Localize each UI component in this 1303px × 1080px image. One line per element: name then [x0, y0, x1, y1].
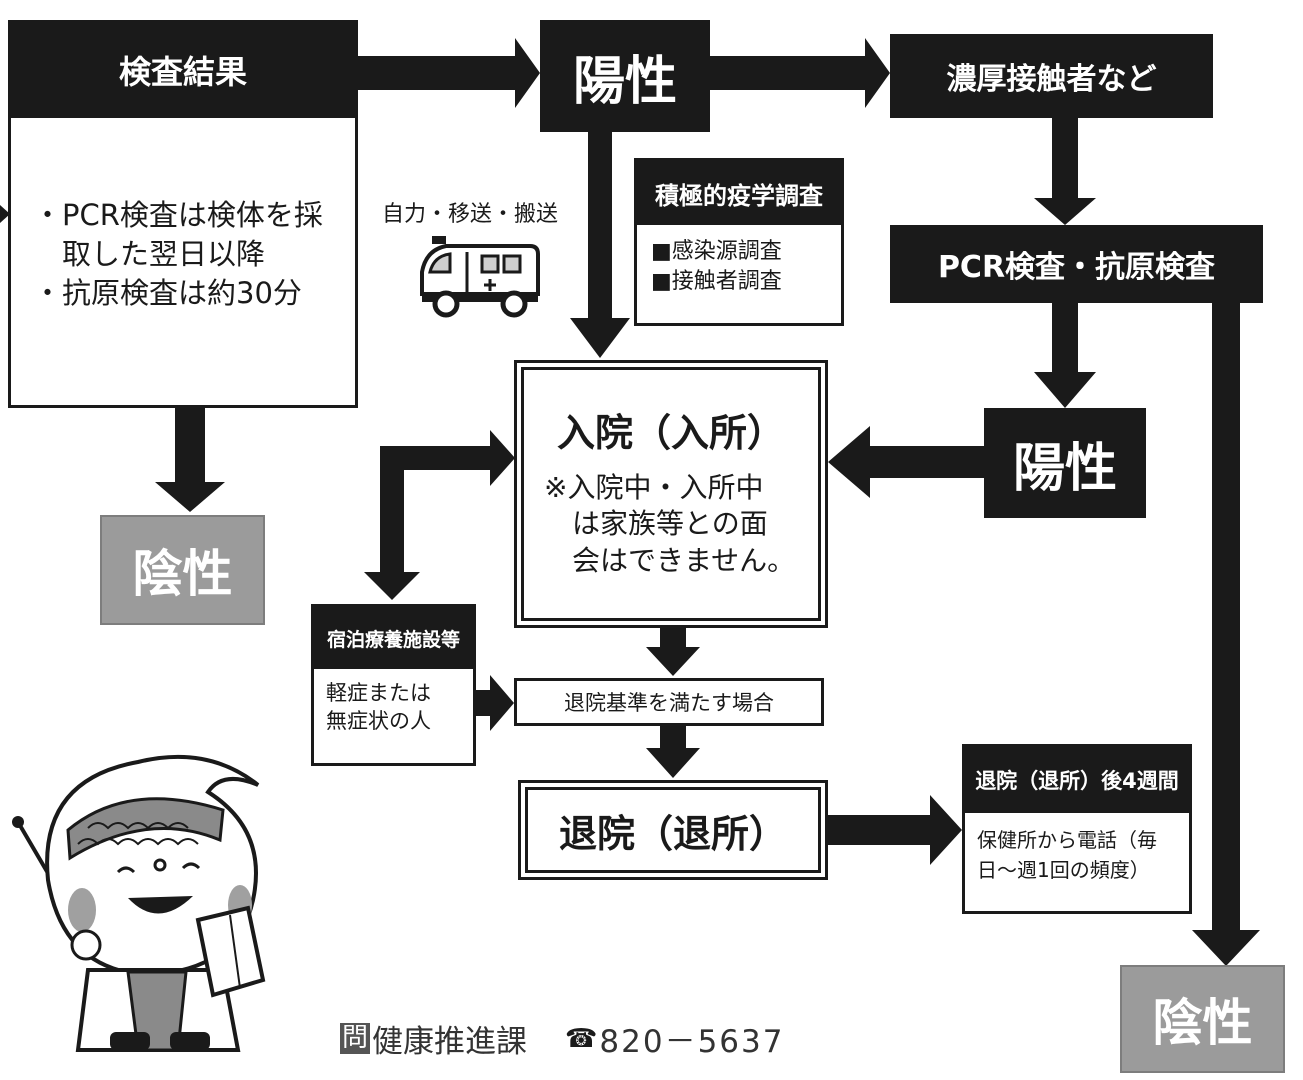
close-contacts-box: 濃厚接触者など: [890, 34, 1213, 118]
arrow-admission-to-criteria: [646, 625, 700, 676]
arrow-pcr-to-positive: [1034, 303, 1096, 408]
epi-survey-title: 積極的疫学調査: [637, 161, 841, 225]
test-result-header: 検査結果: [8, 20, 358, 120]
arrow-lodging-to-criteria: [476, 675, 514, 731]
discharge-label: 退院（退所）: [525, 787, 821, 873]
contact-line: 問 健康推進課 ☎ 820－5637: [340, 1016, 784, 1061]
negative-right: 陰性: [1120, 965, 1285, 1073]
contact-tel: 820－5637: [599, 1024, 785, 1060]
arrow-result-to-positive: [357, 38, 540, 108]
lodging-box: 宿泊療養施設等 軽症または 無症状の人: [311, 604, 476, 766]
after-discharge-box: 退院（退所）後4週間 保健所から電話（毎 日〜週1回の頻度）: [962, 744, 1192, 914]
lodging-title: 宿泊療養施設等: [314, 607, 473, 669]
arrow-admission-lodging: [364, 430, 515, 600]
ambulance-icon: [420, 236, 540, 318]
positive-top: 陽性: [540, 20, 710, 132]
arrow-discharge-to-after: [826, 795, 962, 865]
admission-note: ※入院中・入所中 は家族等との面 会はできません。: [544, 471, 796, 577]
arrow-contacts-to-pcr: [1034, 118, 1096, 225]
test-result-notes: ・PCR検査は検体を採 取した翌日以降 ・抗原検査は約30分: [8, 118, 358, 408]
contact-dept: 健康推進課: [372, 1024, 528, 1060]
discharge-criteria-box: 退院基準を満たす場合: [514, 678, 824, 726]
arrow-result-to-negative: [155, 405, 225, 512]
negative-left: 陰性: [100, 515, 265, 625]
arrow-positive-to-contacts: [710, 38, 890, 108]
admission-title: 入院（入所）: [556, 411, 785, 455]
admission-box: 入院（入所） ※入院中・入所中 は家族等との面 会はできません。: [514, 360, 828, 628]
arrow-left-edge: [0, 205, 10, 223]
discharge-box: 退院（退所）: [518, 780, 828, 880]
doctor-mascot-icon: [12, 755, 266, 1052]
lodging-desc: 軽症または 無症状の人: [326, 681, 431, 734]
after-discharge-desc: 保健所から電話（毎 日〜週1回の頻度）: [977, 828, 1157, 882]
phone-icon: ☎: [565, 1023, 598, 1054]
arrow-criteria-to-discharge: [646, 724, 700, 778]
contact-mark: 問: [340, 1022, 371, 1055]
arrow-positive-to-admission: [570, 130, 630, 358]
after-discharge-title: 退院（退所）後4週間: [965, 747, 1189, 813]
arrow-pcr-to-negative: [1192, 300, 1260, 966]
epi-survey-box: 積極的疫学調査 ■感染源調査 ■接触者調査: [634, 158, 844, 326]
transport-label: 自力・移送・搬送: [382, 202, 559, 227]
arrow-positive-to-admission-left: [828, 426, 984, 498]
epi-survey-items: ■感染源調査 ■接触者調査: [651, 239, 782, 294]
pcr-antigen-box: PCR検査・抗原検査: [890, 225, 1263, 303]
positive-right: 陽性: [984, 408, 1146, 518]
